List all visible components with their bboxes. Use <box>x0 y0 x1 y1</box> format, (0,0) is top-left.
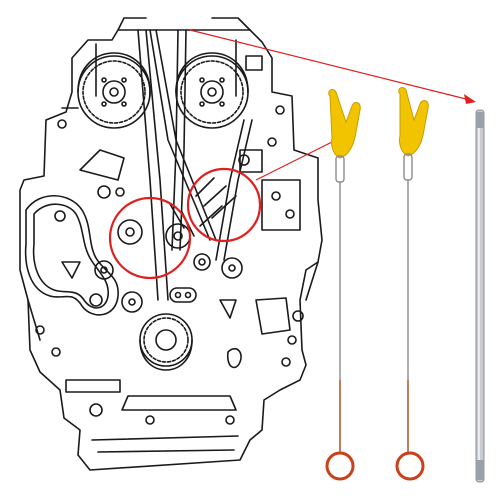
o-ring-left <box>325 451 355 481</box>
pointer-line-dipstick-a <box>255 139 337 181</box>
highlight-circle-right <box>186 167 262 243</box>
yellow-handle-right <box>398 87 429 157</box>
dipstick-tool-right <box>395 87 429 481</box>
pointer-lines <box>189 29 471 181</box>
yellow-handle-left <box>328 89 361 159</box>
arrow-head-icon <box>464 94 476 104</box>
metal-rod <box>475 109 485 483</box>
pointer-line-rod <box>189 29 471 101</box>
o-ring-right <box>395 451 425 481</box>
highlight-circle-left <box>108 196 192 280</box>
dipstick-tool-left <box>325 89 361 481</box>
highlight-circles <box>108 167 262 280</box>
engine-drawing <box>19 17 323 471</box>
